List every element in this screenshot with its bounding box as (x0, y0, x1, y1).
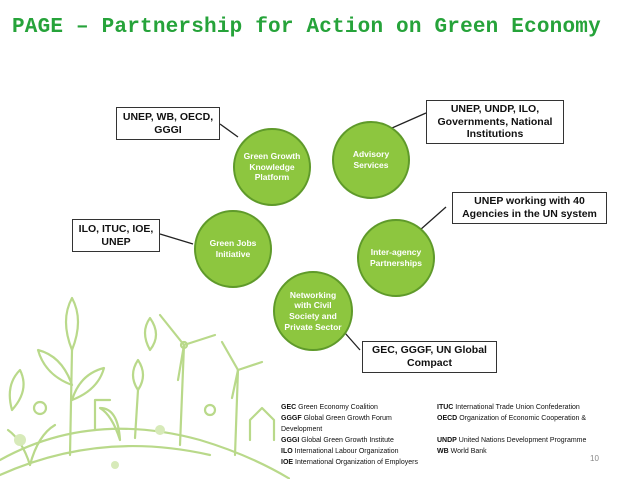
abbreviation-legend-right: ITUC International Trade Union Confedera… (437, 402, 586, 457)
connector-ggkp (219, 123, 239, 138)
legend-entry: ITUC International Trade Union Confedera… (437, 404, 580, 411)
connector-networking (344, 332, 361, 351)
node-label: Inter-agency Partnerships (370, 247, 422, 268)
legend-entry: WB World Bank (437, 448, 487, 455)
partners-box-greenjobs: ILO, ITUC, IOE, UNEP (72, 219, 160, 252)
node-inter-agency-partnerships: Inter-agency Partnerships (357, 219, 435, 297)
partners-box-interagency: UNEP working with 40 Agencies in the UN … (452, 192, 607, 224)
page-number: 10 (590, 454, 599, 463)
node-advisory-services: Advisory Services (332, 121, 410, 199)
partners-box-ggkp: UNEP, WB, OECD, GGGI (116, 107, 220, 140)
legend-entry: GEC Green Economy Coalition (281, 404, 378, 411)
eco-illustration (0, 296, 290, 479)
node-label: Green Growth Knowledge Platform (243, 151, 301, 183)
legend-entry: GGGF Global Green Growth Forum Developme… (281, 415, 392, 433)
legend-entry: IOE International Organization of Employ… (281, 459, 418, 466)
connector-advisory (391, 112, 427, 129)
abbreviation-legend-left: GEC Green Economy Coalition GGGF Global … (281, 402, 431, 468)
legend-entry: GGGI Global Green Growth Institute (281, 437, 394, 444)
legend-entry: UNDP United Nations Development Programm… (437, 437, 587, 444)
node-networking-civil-society: Networking with Civil Society and Privat… (273, 271, 353, 351)
partners-box-advisory: UNEP, UNDP, ILO, Governments, National I… (426, 100, 564, 144)
legend-entry: OECD Organization of Economic Cooperatio… (437, 415, 587, 422)
node-green-growth-knowledge-platform: Green Growth Knowledge Platform (233, 128, 311, 206)
node-green-jobs-initiative: Green Jobs Initiative (194, 210, 272, 288)
legend-entry: ILO International Labour Organization (281, 448, 399, 455)
connector-interagency (419, 206, 447, 231)
node-label: Advisory Services (352, 149, 390, 170)
connector-greenjobs (159, 233, 194, 245)
node-label: Green Jobs Initiative (209, 238, 257, 259)
node-label: Networking with Civil Society and Privat… (284, 289, 342, 332)
partners-box-networking: GEC, GGGF, UN Global Compact (362, 341, 497, 373)
page-title: PAGE – Partnership for Action on Green E… (12, 16, 601, 39)
